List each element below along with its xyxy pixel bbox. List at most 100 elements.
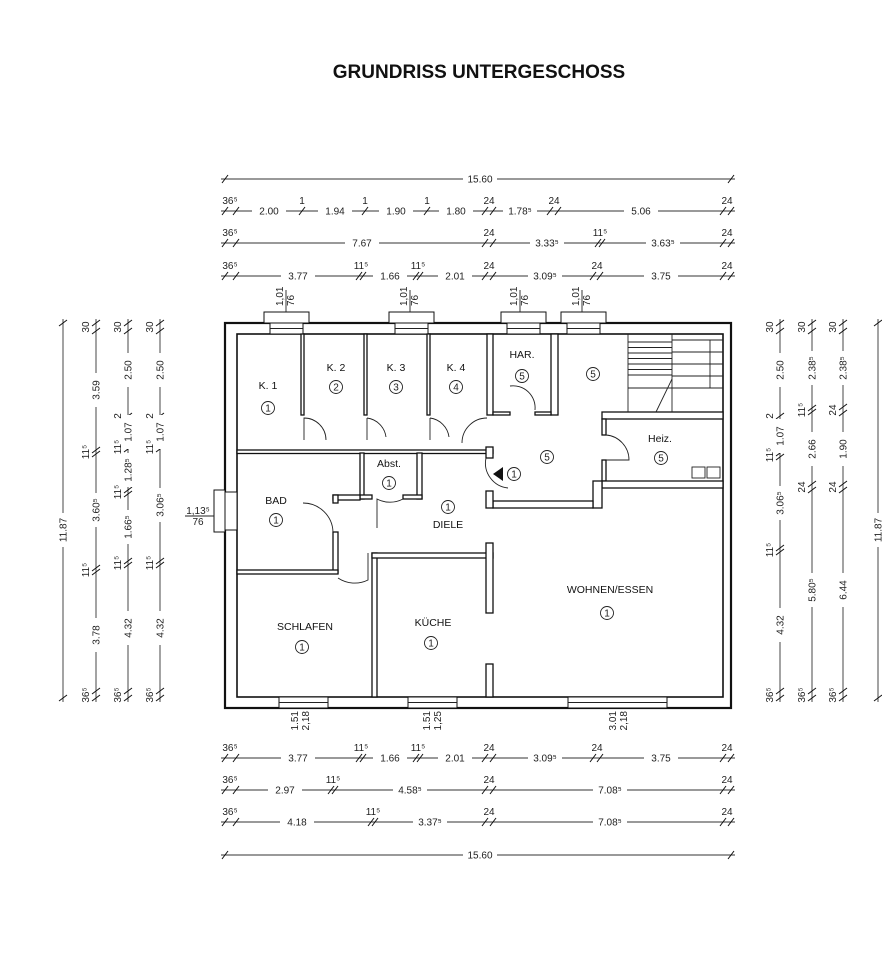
wall: [332, 531, 339, 574]
wall: [534, 411, 552, 416]
wall-thickness-label: 24: [591, 743, 603, 754]
label-bg: [439, 205, 473, 217]
interior-walls: [236, 333, 724, 698]
dimension-tick: [58, 694, 68, 702]
wall-thickness-label: 11⁵: [81, 563, 92, 578]
room-number: 1: [265, 404, 271, 415]
label-bg: [90, 493, 102, 527]
room-number-circle: [295, 640, 309, 654]
label-bg: [154, 611, 166, 645]
dimension-tick: [807, 408, 817, 416]
segment-length-label: 2.01: [445, 754, 465, 765]
window-height-label: 1,25: [433, 711, 444, 731]
wall-thickness-label: 36⁵: [81, 687, 92, 702]
segment-length-label: 1.90: [839, 439, 850, 459]
segment-length-label: 15.60: [467, 175, 492, 186]
wall-thickness-label: 11⁵: [765, 448, 776, 463]
dimension-tick: [91, 446, 101, 454]
dimension-tick: [775, 327, 785, 335]
wall: [485, 446, 494, 459]
dimension-tick: [123, 561, 133, 569]
label-bg: [837, 351, 849, 385]
segment-length-label: 1.78⁵: [508, 207, 532, 218]
drawing-title: GRUNDRISS UNTERGESCHOSS: [332, 62, 626, 83]
dimension-tick: [807, 480, 817, 488]
wall-thickness-label: 30: [765, 321, 776, 333]
door-swing: [337, 553, 369, 584]
dimension-tick: [123, 327, 133, 335]
dimension-tick: [221, 206, 229, 216]
wall: [300, 333, 305, 416]
dimension-tick: [91, 327, 101, 335]
wall: [492, 500, 594, 509]
dimension-tick: [727, 785, 735, 795]
label-bg: [528, 752, 562, 764]
label-bg: [774, 608, 786, 642]
door-swing: [485, 457, 509, 489]
wall-thickness-label: 24: [483, 261, 495, 272]
dimension-tick: [481, 753, 489, 763]
segment-length-label: 2.97: [275, 786, 295, 797]
wall-thickness-label: 11⁵: [593, 228, 608, 239]
wall-thickness-label: 11⁵: [765, 543, 776, 558]
segment-length-label: 3.63⁵: [651, 239, 675, 250]
wall: [601, 459, 607, 482]
doors: [302, 385, 630, 584]
dimension-tick: [423, 206, 431, 216]
segment-length-label: 1.28⁵: [124, 458, 135, 482]
segment-length-label: 1.94: [325, 207, 345, 218]
segment-length-label: 5.06: [631, 207, 651, 218]
label-bg: [252, 205, 286, 217]
wall-thickness-label: 24: [721, 807, 733, 818]
dimension-tick: [91, 450, 101, 458]
entrance-number: 1: [511, 470, 517, 481]
wall: [601, 480, 724, 489]
segment-length-label: 3.06⁵: [156, 493, 167, 517]
wall-thickness-label: 24: [797, 481, 808, 493]
segment-length-label: 1.07: [156, 422, 167, 442]
wall: [416, 452, 423, 500]
wall-thickness-label: 1: [299, 196, 305, 207]
wall-thickness-label: 36⁵: [222, 807, 237, 818]
window-sill: [213, 489, 226, 533]
room-name: K. 4: [447, 362, 466, 374]
dimension-tick: [221, 753, 229, 763]
dimension-tick: [719, 271, 727, 281]
dimension-tick: [596, 271, 604, 281]
wall: [371, 552, 494, 559]
dimension-tick: [232, 785, 240, 795]
room-number-circle: [329, 380, 343, 394]
door-swing: [605, 434, 630, 461]
label-bg: [393, 784, 427, 796]
segment-length-label: 7.67: [352, 239, 372, 250]
dimension-tick: [416, 753, 424, 763]
wall: [485, 542, 494, 614]
dimension-tick: [807, 319, 817, 327]
dimension-tick: [807, 327, 817, 335]
dimension-tick: [331, 785, 339, 795]
appliance: [706, 466, 721, 479]
dimension-tick: [359, 753, 367, 763]
wall: [371, 552, 378, 698]
wall: [402, 494, 423, 500]
wall: [332, 494, 339, 504]
door-swing: [376, 498, 404, 528]
window-width-label: 1,01: [509, 286, 520, 306]
dimension-tick: [838, 694, 848, 702]
dimension-tick: [481, 271, 489, 281]
room-number: 1: [445, 503, 451, 514]
segment-length-label: 1.66: [380, 754, 400, 765]
wall-thickness-label: 11⁵: [145, 440, 156, 455]
segment-length-label: 4.32: [124, 618, 135, 638]
label-bg: [90, 373, 102, 407]
wall-thickness-label: 24: [721, 775, 733, 786]
window-width-label: 1,01: [571, 286, 582, 306]
label-bg: [57, 513, 69, 547]
room-number-circle: [540, 450, 554, 464]
wall-thickness-label: 11⁵: [145, 556, 156, 571]
room-number-circle: [269, 513, 283, 527]
